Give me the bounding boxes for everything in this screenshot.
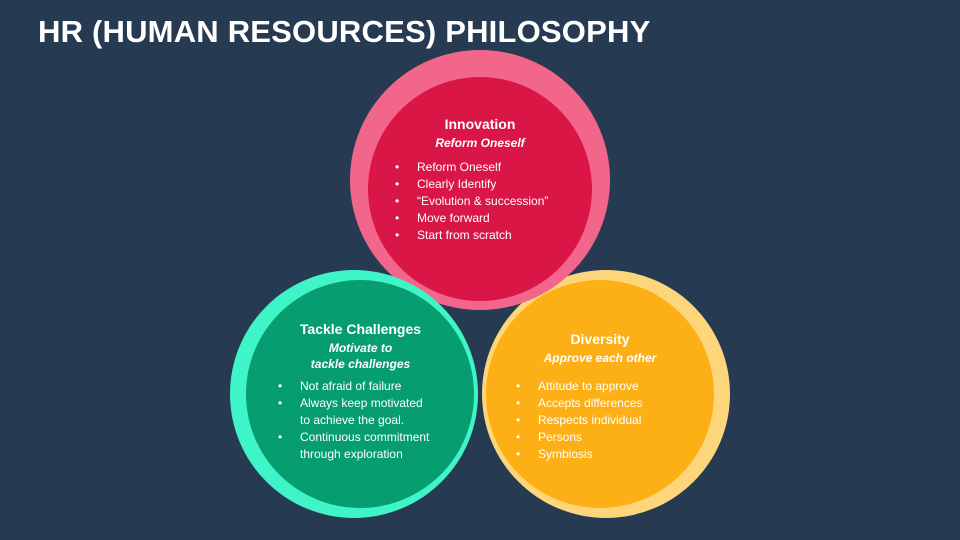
diversity-list: Attitude to approve Accepts differences … xyxy=(513,378,700,463)
list-item: “Evolution & succession” xyxy=(392,193,590,210)
tackle-heading: Tackle Challenges xyxy=(299,321,422,337)
list-item: Start from scratch xyxy=(392,227,590,244)
diversity-circle: Diversity Approve each other Attitude to… xyxy=(500,331,700,463)
list-item: Respects individual xyxy=(513,412,700,429)
innovation-list: Reform Oneself Clearly Identify “Evoluti… xyxy=(392,159,590,244)
diversity-heading: Diversity xyxy=(570,331,630,347)
tackle-challenges-circle: Tackle Challenges Motivate to tackle cha… xyxy=(253,321,468,463)
list-item: Attitude to approve xyxy=(513,378,700,395)
slide-title: HR (HUMAN RESOURCES) PHILOSOPHY xyxy=(38,14,651,49)
list-item: Persons xyxy=(513,429,700,446)
innovation-heading: Innovation xyxy=(444,116,516,132)
diversity-subtitle: Approve each other xyxy=(543,351,657,365)
tackle-list: Not afraid of failure Always keep motiva… xyxy=(275,378,468,463)
list-item: Clearly Identify xyxy=(392,176,590,193)
innovation-subtitle: Reform Oneself xyxy=(435,136,525,150)
list-item: Continuous commitment through exploratio… xyxy=(275,429,468,463)
list-item: Not afraid of failure xyxy=(275,378,468,395)
list-item: Accepts differences xyxy=(513,395,700,412)
tackle-subtitle: Motivate to tackle challenges xyxy=(310,341,411,371)
list-item: Move forward xyxy=(392,210,590,227)
list-item: Reform Oneself xyxy=(392,159,590,176)
list-item: Symbiosis xyxy=(513,446,700,463)
innovation-circle: Innovation Reform Oneself Reform Oneself… xyxy=(370,116,590,244)
list-item: Always keep motivated to achieve the goa… xyxy=(275,395,468,429)
